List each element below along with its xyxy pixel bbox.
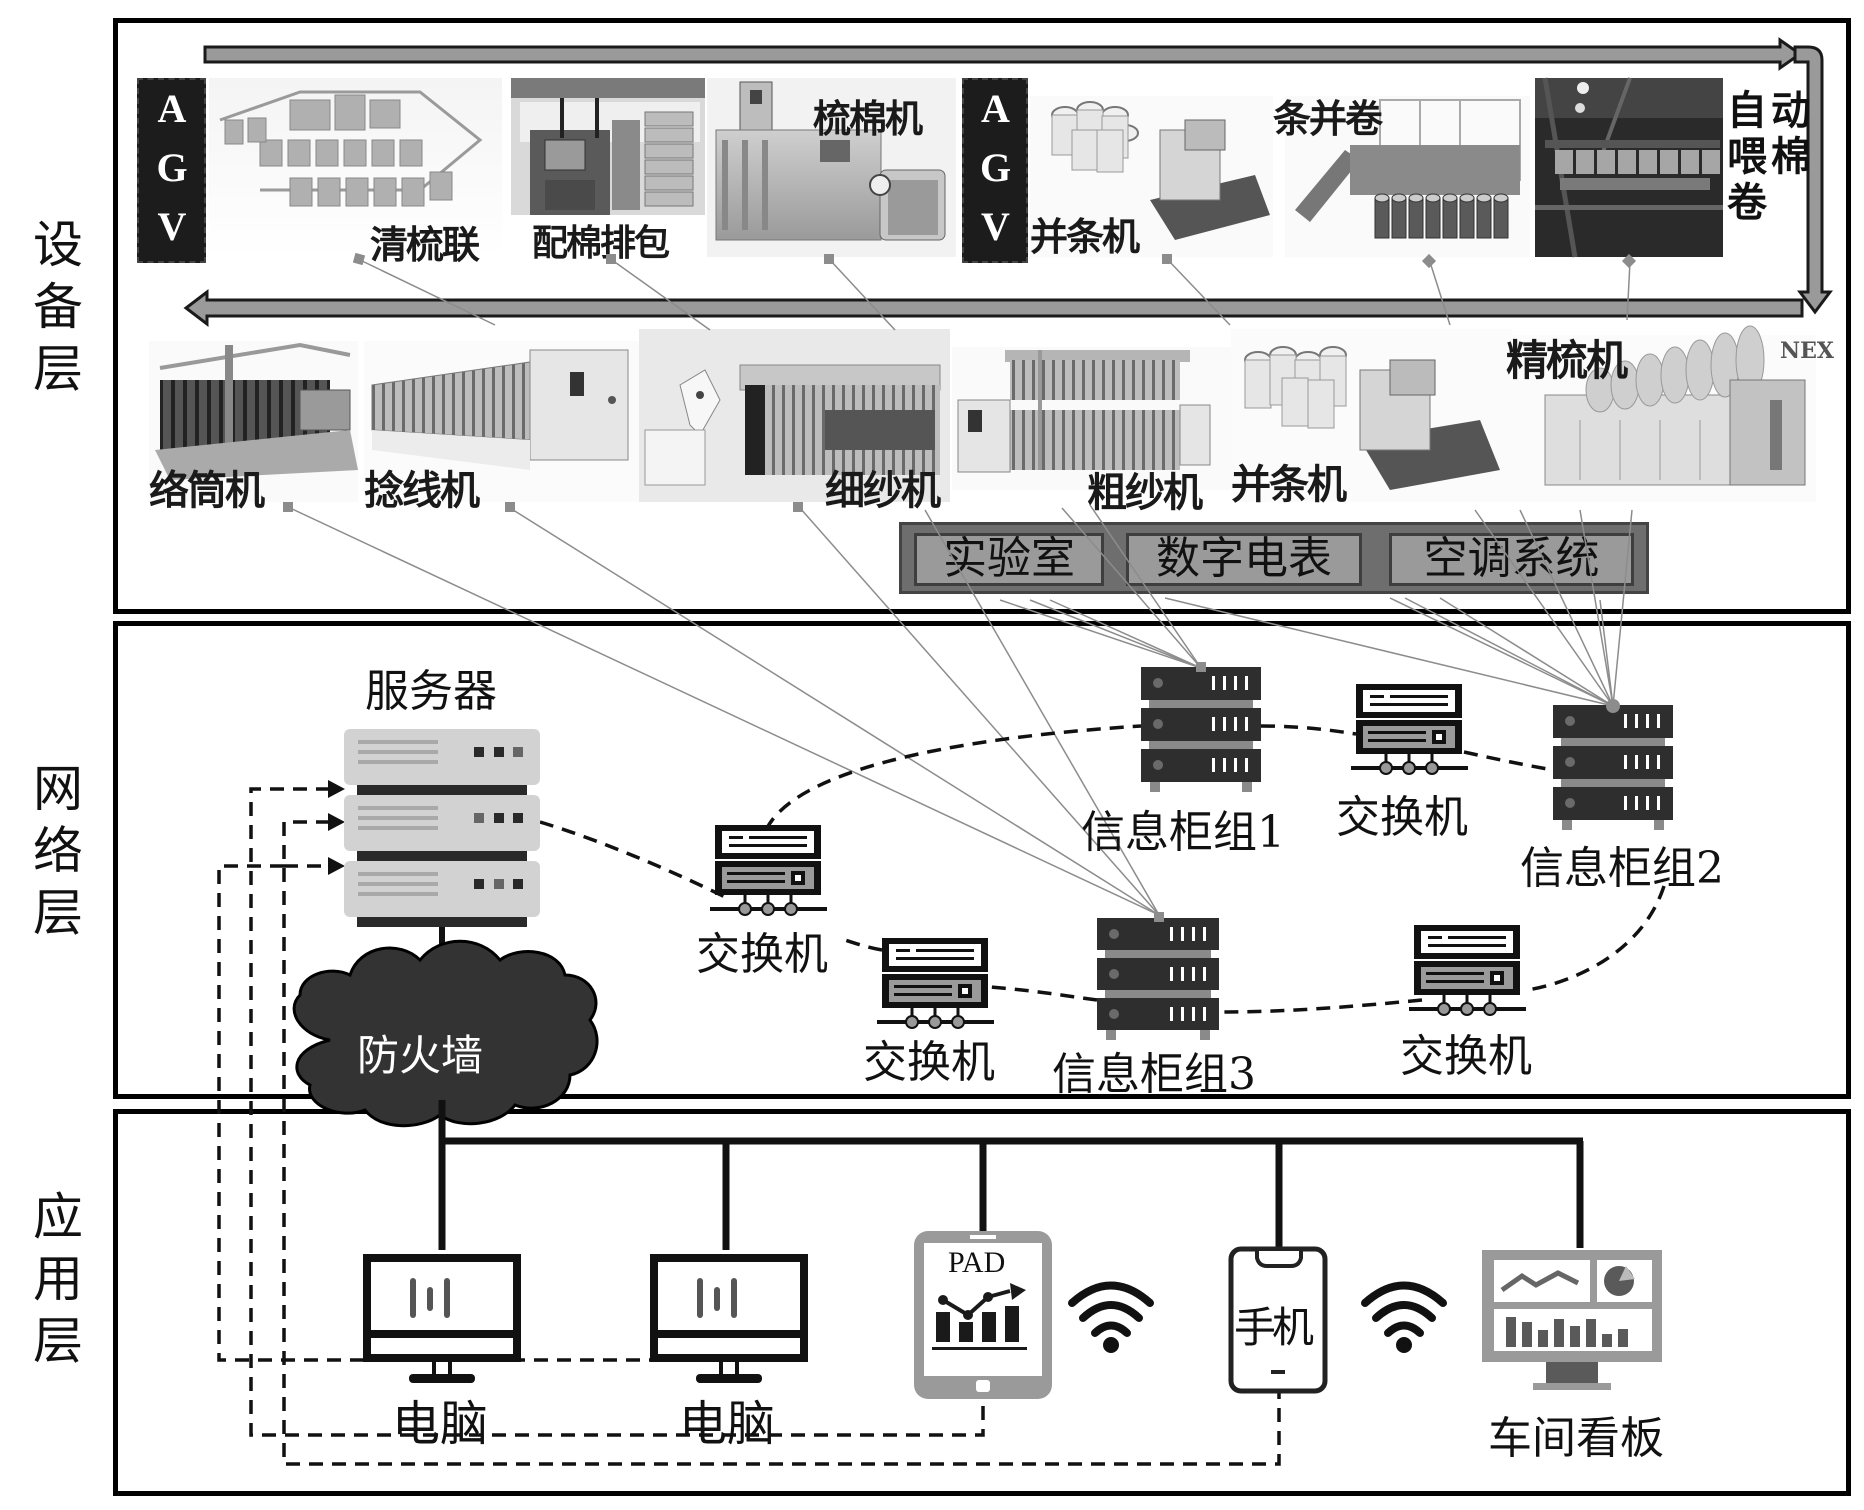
firewall-label: 防火墙 (357, 1031, 484, 1080)
label-bingtiaoji-1: 并条机 (1030, 215, 1140, 259)
agv-block-1: AGV (137, 78, 206, 263)
switch-label-d: 交换机 (1400, 1031, 1532, 1082)
label-jingshuji: 精梳机 (1506, 336, 1628, 385)
label-nianxianji: 捻线机 (364, 468, 480, 514)
label-luotongji: 络筒机 (149, 468, 265, 514)
switch-label-c: 交换机 (1336, 792, 1468, 843)
label-peimian: 配棉排包 (532, 223, 670, 264)
label-shumianji: 梳棉机 (813, 97, 923, 141)
label-cushaji: 粗纱机 (1087, 470, 1203, 516)
label-auto-feed: 自动喂棉卷 (1727, 88, 1815, 226)
switch-label-a: 交换机 (696, 929, 828, 980)
label-tiaobingjuan: 条并卷 (1273, 97, 1383, 141)
application-layer-label: 应用层 (25, 1190, 83, 1376)
device-layer-label: 设备层 (25, 218, 83, 404)
switch-label-b: 交换机 (863, 1037, 995, 1088)
label-bingtiaoji-2: 并条机 (1231, 462, 1347, 508)
pc-label-2: 电脑 (679, 1396, 776, 1452)
pc-label-1: 电脑 (392, 1396, 489, 1452)
network-layer-label: 网络层 (25, 762, 83, 948)
label-xishaji: 细纱机 (825, 468, 941, 514)
server-label: 服务器 (365, 666, 497, 717)
label-qingshulian: 清梳联 (370, 223, 480, 267)
cabinet-label-1: 信息柜组1 (1081, 807, 1285, 858)
phone-screen-label: 手机 (1234, 1303, 1314, 1352)
aux-laboratory: 实验室 (914, 533, 1104, 586)
cabinet-label-2: 信息柜组2 (1520, 843, 1724, 894)
aux-air-conditioning: 空调系统 (1389, 533, 1634, 586)
cabinet-label-3: 信息柜组3 (1052, 1049, 1256, 1100)
logo-fragment: NEX (1780, 338, 1834, 364)
aux-digital-meter: 数字电表 (1126, 533, 1362, 586)
auxiliary-systems-bar: 实验室 数字电表 空调系统 (899, 522, 1649, 594)
agv-block-2: AGV (962, 78, 1028, 263)
pad-screen-label: PAD (948, 1246, 1006, 1279)
dashboard-label: 车间看板 (1488, 1413, 1664, 1464)
